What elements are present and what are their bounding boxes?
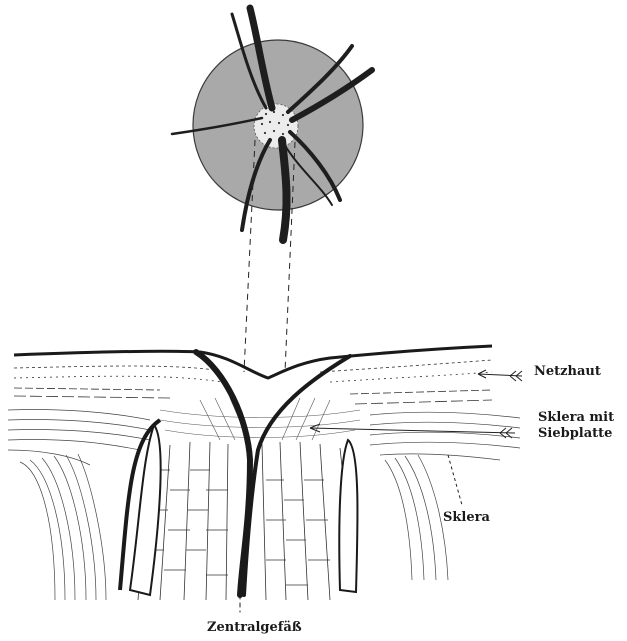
label-sklera: Sklera: [443, 510, 490, 525]
label-sklera-mit: Sklera mit: [538, 410, 614, 425]
retina-surface: [14, 346, 492, 378]
optic-disc-top-view: [172, 8, 372, 240]
central-vessel: [196, 352, 350, 612]
netzhaut-arrow: [478, 374, 522, 376]
sklera-leader: [448, 455, 462, 505]
label-netzhaut: Netzhaut: [534, 364, 601, 379]
lamina-cribrosa: [160, 398, 360, 440]
right-slit: [339, 440, 357, 592]
retina-layer-texture: [14, 360, 492, 404]
left-slit: [130, 425, 161, 595]
label-zentralgefaess: Zentralgefäß: [207, 620, 302, 635]
cross-section: [8, 346, 522, 612]
sclera-fibers-right: [370, 412, 520, 580]
label-siebplatte: Siebplatte: [538, 426, 612, 441]
